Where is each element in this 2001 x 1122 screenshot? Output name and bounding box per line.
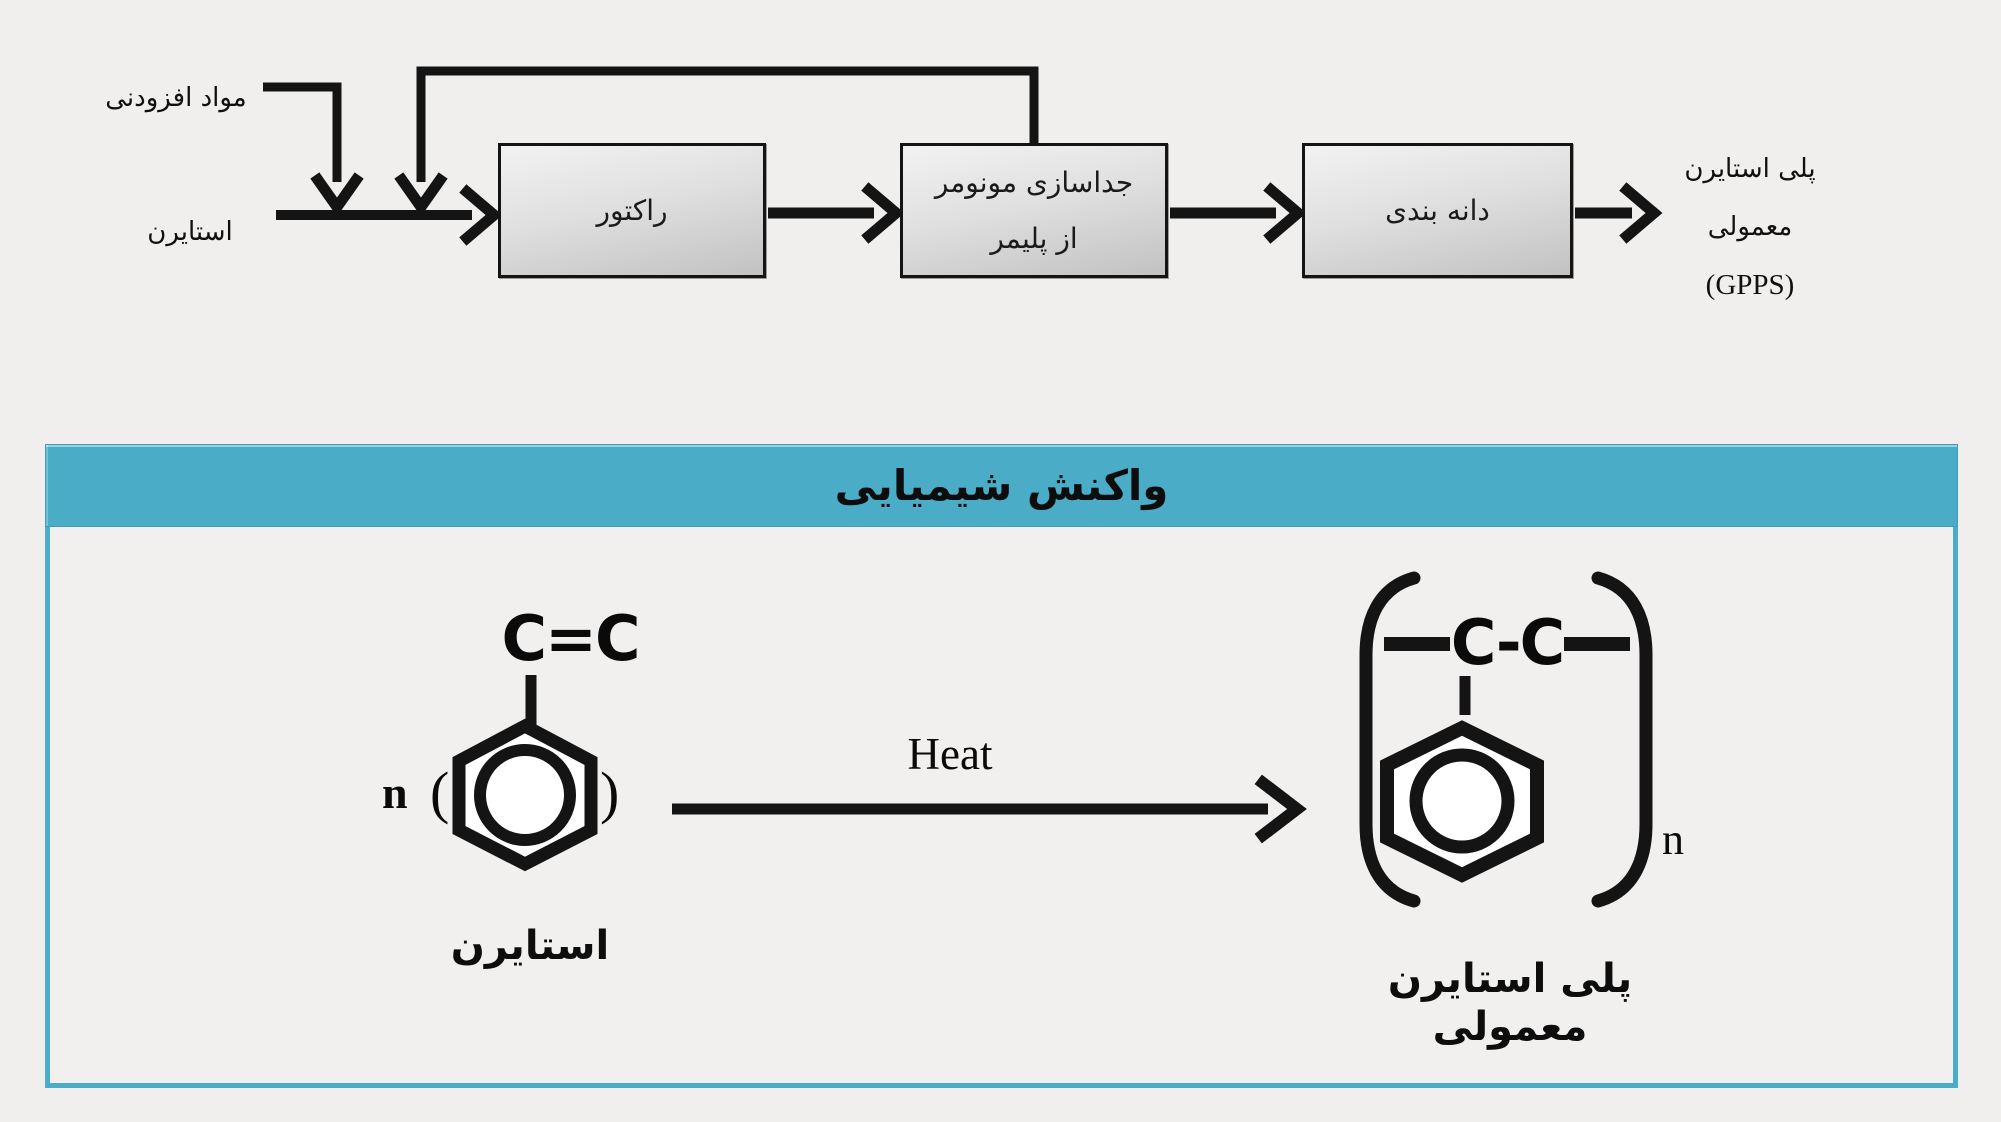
separation-to-pelletizing-arrowhead-icon [1263, 182, 1307, 244]
recycle-arrowhead-icon [394, 172, 448, 217]
additives-arrowhead-icon [310, 172, 364, 217]
monomer-separation-box-label-line2: از پلیمر [990, 221, 1078, 255]
polymer-name-label: پلی استایرن معمولی [1387, 956, 1633, 1050]
product-output-label: پلی استایرن معمولی (GPPS) [1650, 140, 1850, 314]
polymer-backbone-formula: C-C [1450, 606, 1565, 679]
monomer-close-paren: ) [600, 760, 620, 825]
reaction-panel-header: واکنش شیمیایی [45, 444, 1958, 527]
polymer-subscript-n: n [1662, 815, 1684, 864]
pelletizing-box-label: دانه بندی [1385, 193, 1490, 227]
additives-connector-line [263, 82, 342, 182]
additives-input-label: مواد افزودنی [105, 83, 247, 113]
styrene-input-label: استایرن [147, 217, 233, 247]
monomer-vinyl-formula: C=C [501, 602, 641, 675]
reactor-box: راکتور [498, 143, 766, 278]
reaction-panel-title: واکنش شیمیایی [834, 460, 1169, 510]
monomer-coefficient: n [382, 767, 408, 818]
product-output-line2: معمولی [1707, 212, 1793, 242]
heat-arrow-label: Heat [907, 729, 993, 779]
monomer-open-paren: ( [430, 760, 450, 825]
reactor-box-label: راکتور [596, 193, 668, 227]
pelletizing-box: دانه بندی [1302, 143, 1573, 278]
monomer-name-label: استایرن [450, 923, 610, 969]
monomer-separation-box-label-line1: جداسازی مونومر [934, 165, 1134, 199]
monomer-separation-box: جداسازی مونومر از پلیمر [900, 143, 1168, 278]
product-output-gpps: (GPPS) [1705, 269, 1795, 301]
feed-arrowhead-icon [459, 184, 503, 246]
product-output-line1: پلی استایرن [1684, 154, 1816, 184]
reactor-to-separation-arrowhead-icon [861, 182, 905, 244]
